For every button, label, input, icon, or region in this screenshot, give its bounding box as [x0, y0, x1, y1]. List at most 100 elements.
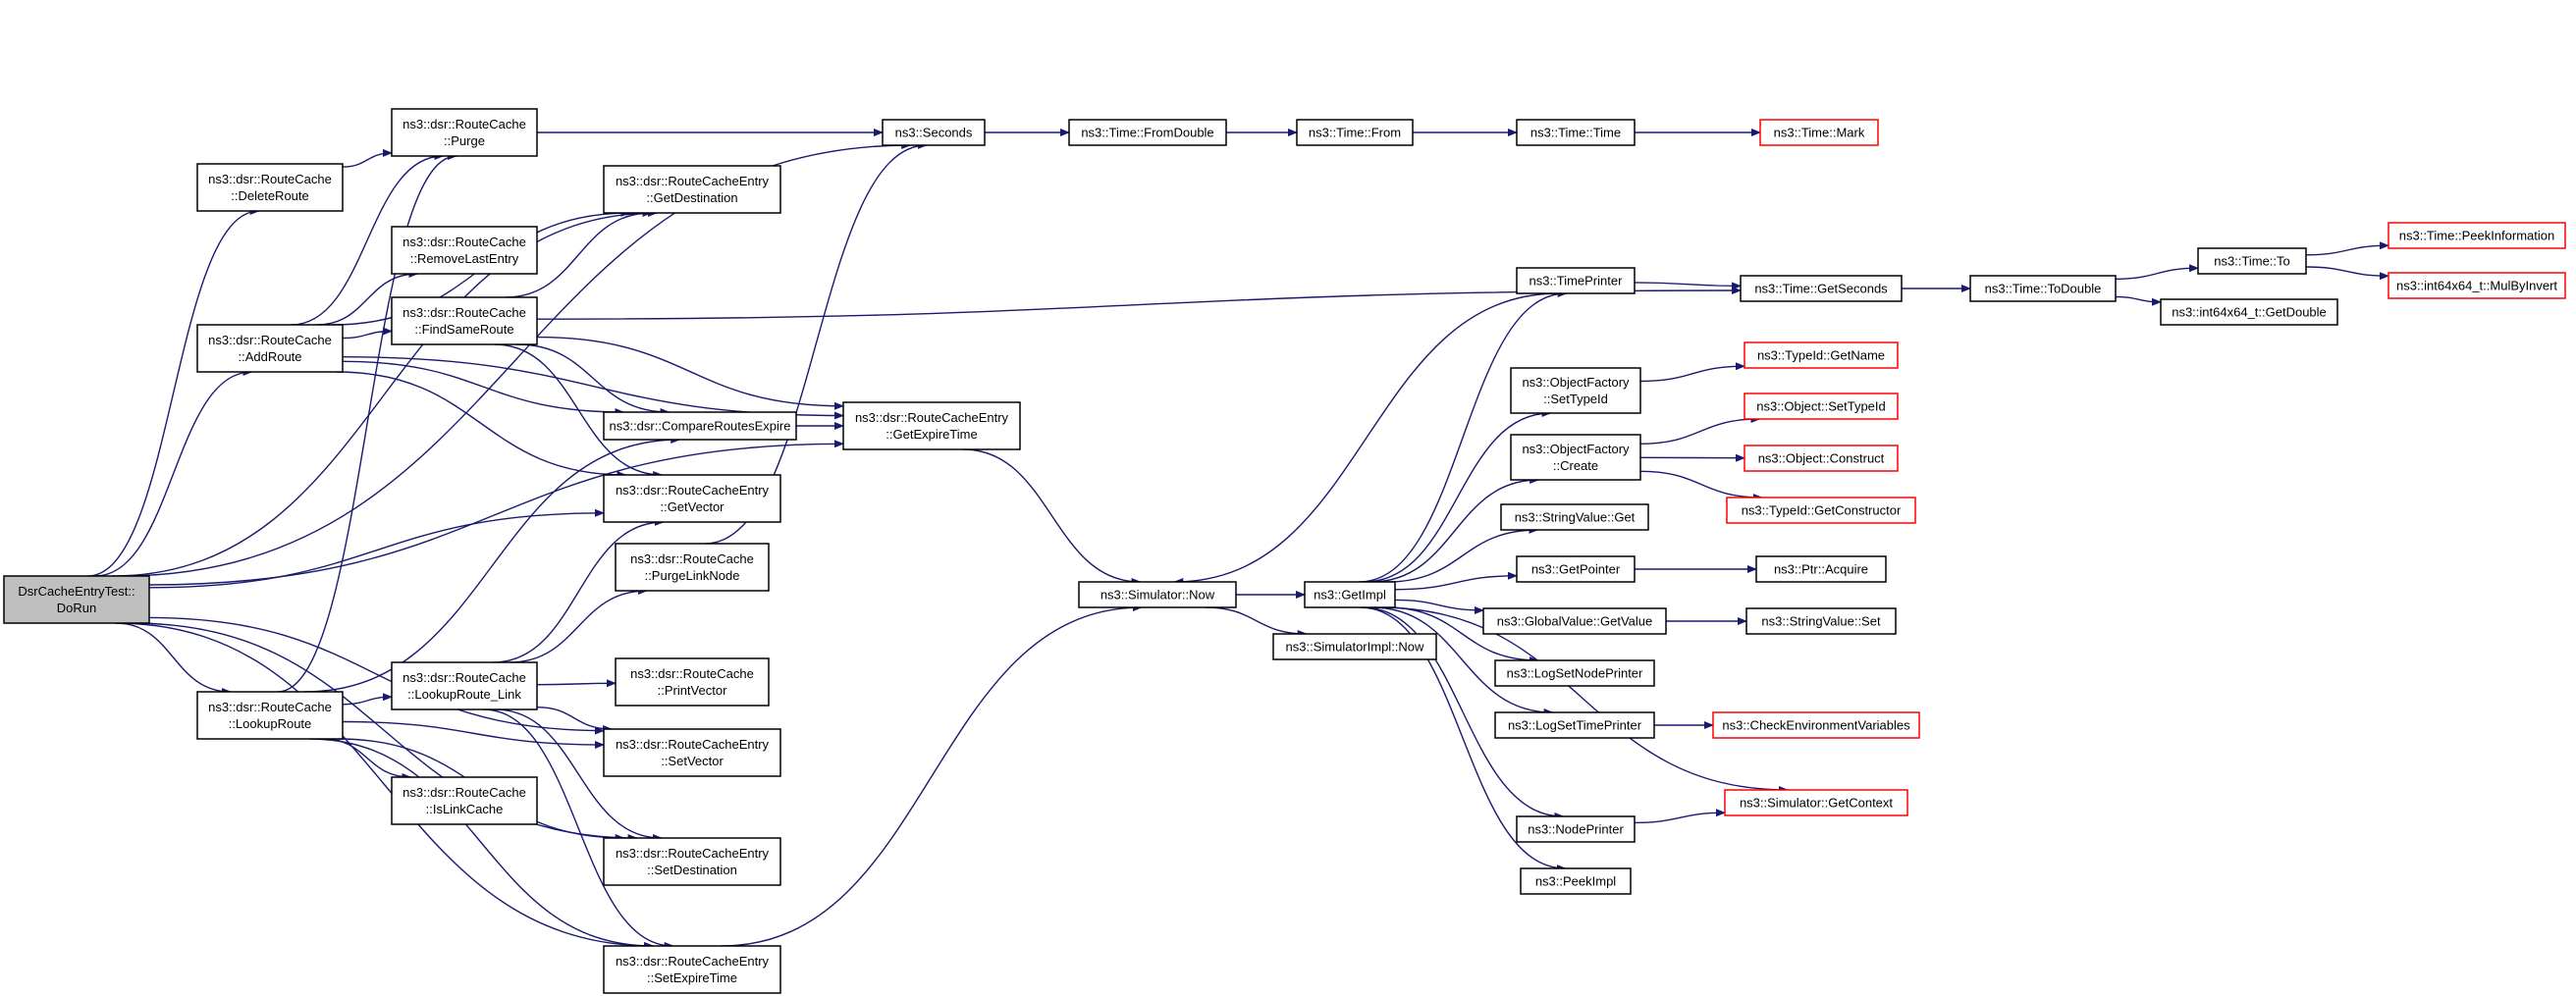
node-label: ns3::dsr::RouteCache — [208, 700, 332, 714]
node-box — [1078, 581, 1237, 608]
node-getseconds[interactable]: ns3::Time::GetSeconds — [1740, 275, 1903, 302]
node-label: ns3::dsr::RouteCache — [402, 305, 526, 320]
node-simnow[interactable]: ns3::Simulator::Now — [1078, 581, 1237, 608]
node-stringvalueget[interactable]: ns3::StringValue::Get — [1500, 503, 1649, 531]
node-getvector[interactable]: ns3::dsr::RouteCacheEntry::GetVector — [603, 474, 781, 523]
node-typeidgetctor[interactable]: ns3::TypeId::GetConstructor — [1726, 497, 1916, 524]
node-label: ::SetTypeId — [1543, 392, 1608, 406]
node-label: ns3::dsr::RouteCache — [402, 785, 526, 800]
edge-n_dorun-to-n_deleteroute — [87, 207, 260, 577]
node-box — [603, 411, 797, 441]
node-objconstruct[interactable]: ns3::Object::Construct — [1744, 445, 1899, 472]
edge-n_getexpire-to-n_simnow — [963, 448, 1142, 586]
node-globalvalue[interactable]: ns3::GlobalValue::GetValue — [1482, 607, 1667, 635]
node-box — [391, 108, 538, 157]
node-mulbyinvert[interactable]: ns3::int64x64_t::MulByInvert — [2388, 272, 2566, 299]
edge-n_dorun-to-n_getdest — [111, 209, 658, 577]
node-label: ::AddRoute — [238, 349, 301, 364]
node-removelast[interactable]: ns3::dsr::RouteCache::RemoveLastEntry — [391, 226, 538, 275]
node-label: ns3::int64x64_t::MulByInvert — [2396, 279, 2557, 293]
node-box — [1745, 607, 1897, 635]
node-to[interactable]: ns3::Time::To — [2197, 247, 2307, 275]
node-findsame[interactable]: ns3::dsr::RouteCache::FindSameRoute — [391, 296, 538, 345]
edge-n_getimpl-to-n_logsettime — [1371, 606, 1554, 716]
node-box — [1724, 789, 1908, 816]
node-box — [603, 837, 781, 886]
node-label: ns3::GlobalValue::GetValue — [1497, 614, 1653, 629]
node-ofcreate[interactable]: ns3::ObjectFactory::Create — [1510, 434, 1641, 481]
node-label: ns3::Time::Mark — [1774, 126, 1865, 140]
node-seconds[interactable]: ns3::Seconds — [882, 119, 986, 146]
node-label: ::SetVector — [661, 754, 724, 768]
node-checkenv[interactable]: ns3::CheckEnvironmentVariables — [1712, 711, 1920, 739]
node-box — [1969, 275, 2117, 302]
node-typeidgetname[interactable]: ns3::TypeId::GetName — [1744, 341, 1899, 369]
node-logsettime[interactable]: ns3::LogSetTimePrinter — [1494, 711, 1655, 739]
node-box — [391, 661, 538, 710]
node-label: ns3::dsr::RouteCache — [208, 333, 332, 347]
node-label: ns3::dsr::RouteCacheEntry — [616, 174, 770, 188]
node-objsettypeid[interactable]: ns3::Object::SetTypeId — [1744, 393, 1899, 420]
node-label: ::Create — [1553, 458, 1598, 473]
node-lookuplink[interactable]: ns3::dsr::RouteCache::LookupRoute_Link — [391, 661, 538, 710]
node-ofsettypeid[interactable]: ns3::ObjectFactory::SetTypeId — [1510, 367, 1641, 414]
edge-n_dorun-to-n_setdest — [132, 622, 638, 842]
node-from[interactable]: ns3::Time::From — [1296, 119, 1414, 146]
node-peekimpl[interactable]: ns3::PeekImpl — [1520, 867, 1632, 895]
node-label: ns3::Seconds — [895, 126, 973, 140]
node-logsetnode[interactable]: ns3::LogSetNodePrinter — [1494, 659, 1655, 687]
node-getpointer[interactable]: ns3::GetPointer — [1516, 555, 1636, 583]
node-compare[interactable]: ns3::dsr::CompareRoutesExpire — [603, 411, 797, 441]
node-getimpl[interactable]: ns3::GetImpl — [1304, 581, 1396, 608]
node-nodeprinter[interactable]: ns3::NodePrinter — [1516, 815, 1636, 843]
edge-n_getimpl-to-n_timeprinter — [1359, 289, 1568, 583]
node-box — [615, 543, 770, 592]
node-label: ns3::PeekImpl — [1535, 874, 1616, 889]
node-box — [1516, 555, 1636, 583]
node-addroute[interactable]: ns3::dsr::RouteCache::AddRoute — [196, 324, 344, 373]
node-label: ns3::GetPointer — [1531, 562, 1621, 577]
node-stringvalueset[interactable]: ns3::StringValue::Set — [1745, 607, 1897, 635]
edge-n_addroute-to-n_removelast — [316, 270, 419, 326]
edge-n_to-to-n_mulbyinvert — [2305, 266, 2389, 281]
node-label: ::GetExpireTime — [886, 427, 977, 442]
node-todouble[interactable]: ns3::Time::ToDouble — [1969, 275, 2117, 302]
node-label: ns3::TypeId::GetConstructor — [1742, 503, 1902, 518]
edge-n_ofsettypeid-to-n_typeidgetname — [1639, 362, 1745, 383]
node-setexpire[interactable]: ns3::dsr::RouteCacheEntry::SetExpireTime — [603, 945, 781, 994]
edge-n_findsame-to-n_getseconds — [536, 287, 1742, 320]
node-printvector[interactable]: ns3::dsr::RouteCache::PrintVector — [615, 657, 770, 707]
node-label: ns3::dsr::RouteCache — [402, 235, 526, 249]
node-simgetcontext[interactable]: ns3::Simulator::GetContext — [1724, 789, 1908, 816]
edge-n_lookuplink-to-n_setvector — [536, 707, 614, 733]
node-deleteroute[interactable]: ns3::dsr::RouteCache::DeleteRoute — [196, 163, 344, 212]
edge-n_findsame-to-n_getdest — [505, 209, 653, 298]
edge-n_nodeprinter-to-n_simgetcontext — [1634, 809, 1726, 824]
node-getdest[interactable]: ns3::dsr::RouteCacheEntry::GetDestinatio… — [603, 165, 781, 214]
node-purge[interactable]: ns3::dsr::RouteCache::Purge — [391, 108, 538, 157]
node-fromdouble[interactable]: ns3::Time::FromDouble — [1068, 119, 1227, 146]
node-label: DoRun — [57, 601, 96, 615]
node-box — [1272, 633, 1437, 660]
edge-n_dorun-to-n_addroute — [94, 368, 253, 577]
node-dorun[interactable]: DsrCacheEntryTest::DoRun — [3, 575, 150, 624]
node-lookuproute[interactable]: ns3::dsr::RouteCache::LookupRoute — [196, 691, 344, 740]
node-box — [1510, 367, 1641, 414]
node-islinkcache[interactable]: ns3::dsr::RouteCache::IsLinkCache — [391, 776, 538, 825]
node-setvector[interactable]: ns3::dsr::RouteCacheEntry::SetVector — [603, 728, 781, 777]
node-int64getdouble[interactable]: ns3::int64x64_t::GetDouble — [2160, 298, 2338, 326]
node-box — [1744, 393, 1899, 420]
node-time[interactable]: ns3::Time::Time — [1516, 119, 1636, 146]
node-timeprinter[interactable]: ns3::TimePrinter — [1516, 267, 1636, 294]
node-box — [1520, 867, 1632, 895]
node-mark[interactable]: ns3::Time::Mark — [1759, 119, 1879, 146]
node-ptracquire[interactable]: ns3::Ptr::Acquire — [1755, 555, 1887, 583]
node-label: ns3::Time::Time — [1530, 126, 1621, 140]
node-peekinfo[interactable]: ns3::Time::PeekInformation — [2388, 222, 2566, 249]
node-setdest[interactable]: ns3::dsr::RouteCacheEntry::SetDestinatio… — [603, 837, 781, 886]
node-getexpire[interactable]: ns3::dsr::RouteCacheEntry::GetExpireTime — [842, 401, 1021, 450]
node-simimplnow[interactable]: ns3::SimulatorImpl::Now — [1272, 633, 1437, 660]
node-label: ns3::LogSetTimePrinter — [1508, 718, 1642, 733]
node-purgelink[interactable]: ns3::dsr::RouteCache::PurgeLinkNode — [615, 543, 770, 592]
